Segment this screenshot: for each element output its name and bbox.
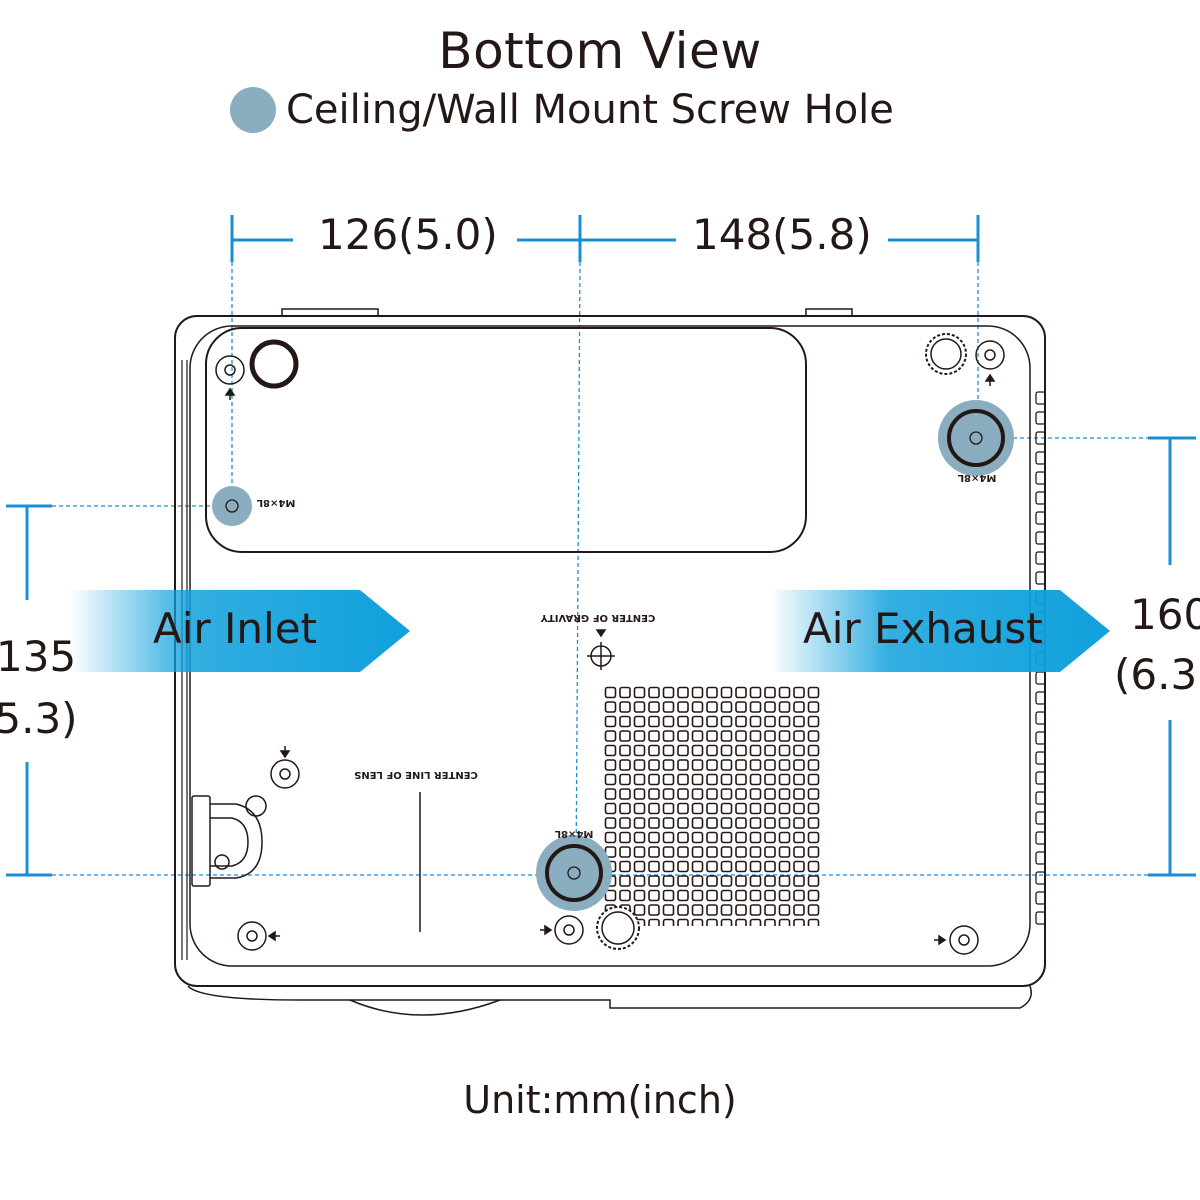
left-dimension-line — [6, 504, 52, 877]
legend: Ceiling/Wall Mount Screw Hole — [230, 82, 894, 138]
air-exhaust-arrow — [770, 590, 1110, 672]
mount-hole-legend-icon — [230, 87, 276, 133]
vent-slat — [1035, 471, 1046, 485]
vent-slat — [1035, 691, 1046, 705]
screw-spec-center: M4×8L — [554, 828, 593, 839]
vent-slat — [1035, 511, 1046, 525]
top-dimension-lines — [230, 215, 980, 262]
vent-slat — [1035, 811, 1046, 825]
vent-slat — [1035, 491, 1046, 505]
center-line-of-lens-label: CENTER LINE OF LENS — [354, 769, 478, 780]
mount-holes — [212, 400, 1014, 911]
screw-spec-left: M4×8L — [256, 497, 295, 508]
vent-slat — [1035, 771, 1046, 785]
vent-slat — [1035, 851, 1046, 865]
unit-label: Unit:mm(inch) — [463, 1078, 737, 1122]
reference-dashed-lines — [52, 261, 1148, 876]
vent-slat — [1035, 871, 1046, 885]
right-dimension-line — [1148, 436, 1196, 877]
diagram-title: Bottom View — [438, 22, 762, 80]
vent-slat — [1035, 531, 1046, 545]
screw-spec-right: M4×8L — [957, 472, 996, 483]
vent-slat — [1035, 911, 1046, 925]
air-exhaust-label: Air Exhaust — [803, 604, 1043, 653]
vent-slat — [1035, 391, 1046, 405]
dimension-left-value: 135 — [0, 632, 77, 681]
security-lock-slot — [191, 795, 263, 887]
legend-label: Ceiling/Wall Mount Screw Hole — [286, 87, 894, 133]
dimension-left-inch: (5.3) — [0, 694, 78, 743]
dimension-top-left: 126(5.0) — [318, 210, 498, 259]
vent-grille — [604, 686, 822, 926]
air-inlet-label: Air Inlet — [153, 604, 318, 653]
dimension-top-right: 148(5.8) — [692, 210, 872, 259]
air-inlet-arrow — [70, 590, 410, 672]
vent-slat — [1035, 751, 1046, 765]
vent-slat — [1035, 451, 1046, 465]
mount-hole-center — [536, 835, 612, 911]
mount-hole-left — [212, 486, 252, 526]
feet — [249, 333, 967, 950]
vent-slat — [1035, 431, 1046, 445]
vent-slat — [1035, 671, 1046, 685]
vent-slat — [1035, 731, 1046, 745]
vent-slat — [1035, 711, 1046, 725]
vent-slat — [1035, 831, 1046, 845]
screw-arrows — [224, 373, 996, 946]
vent-slat — [1035, 551, 1046, 565]
vent-slat — [1035, 891, 1046, 905]
center-of-gravity-label: CENTER OF GRAVITY — [540, 612, 655, 623]
mount-hole-right — [938, 400, 1014, 476]
center-of-gravity-marker — [587, 629, 615, 670]
dimension-right-inch: (6.3) — [1114, 650, 1200, 699]
vent-slat — [1035, 571, 1046, 585]
dimension-right-value: 160 — [1130, 590, 1200, 639]
vent-slat — [1035, 791, 1046, 805]
vent-slat — [1035, 411, 1046, 425]
